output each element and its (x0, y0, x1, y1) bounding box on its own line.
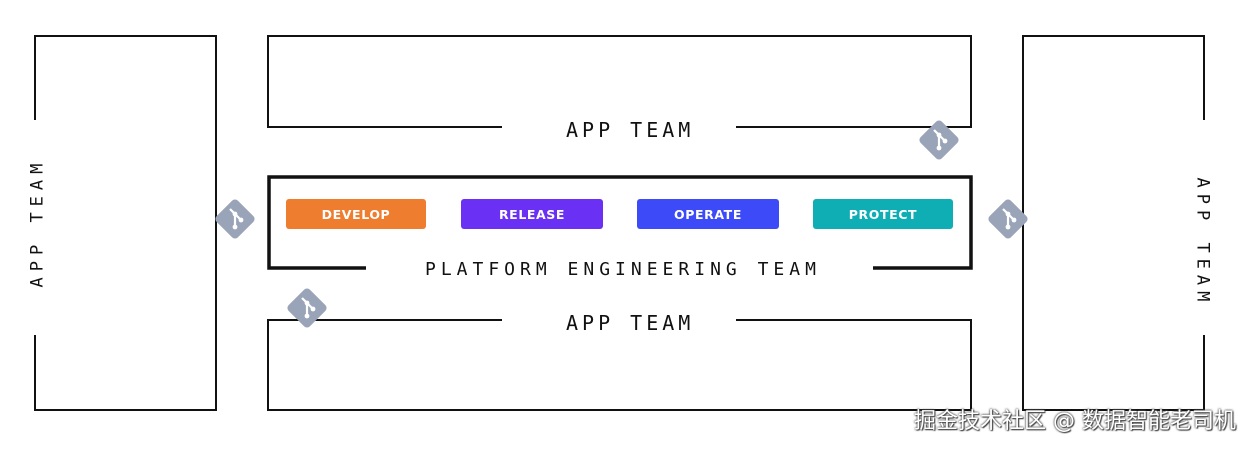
app-team-right-label: APP TEAM (1192, 177, 1213, 308)
stage-develop: DEVELOP (286, 199, 426, 229)
app-team-top-label: APP TEAM (566, 118, 695, 142)
platform-team-frame (267, 175, 973, 270)
top-app-team-frame (267, 35, 972, 128)
stage-operate: OPERATE (637, 199, 779, 229)
git-icon (287, 288, 327, 328)
stage-release: RELEASE (461, 199, 603, 229)
platform-team-label: PLATFORM ENGINEERING TEAM (425, 259, 821, 280)
git-icon (919, 120, 959, 160)
right-app-team-frame (1022, 35, 1205, 411)
watermark: 掘金技术社区 @ 数据智能老司机 (914, 409, 1236, 434)
left-app-team-frame (34, 35, 217, 411)
git-icon (215, 199, 255, 239)
git-icon (988, 199, 1028, 239)
stage-protect: PROTECT (813, 199, 953, 229)
app-team-bottom-label: APP TEAM (566, 311, 695, 335)
app-team-left-label: APP TEAM (27, 157, 48, 288)
